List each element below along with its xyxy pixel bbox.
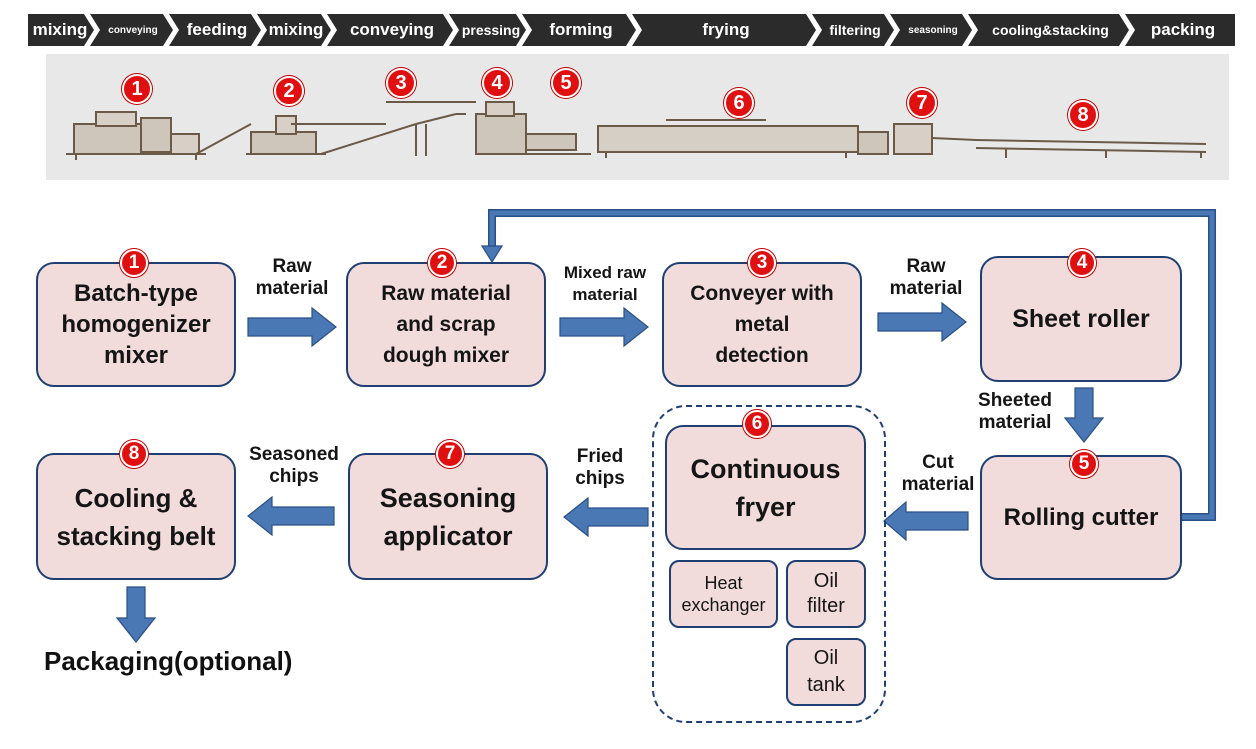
chevron-right-icon: [626, 14, 642, 46]
process-stage-8: frying: [702, 20, 750, 39]
step-8-badge: 8: [120, 440, 148, 468]
machine-marker-5: 5: [551, 68, 581, 98]
step-6-badge: 6: [743, 410, 771, 438]
process-stage-5: conveying: [349, 20, 435, 39]
step-7-box: Seasoning applicator: [348, 453, 548, 580]
label-sheeted-material: Sheeted material: [978, 390, 1052, 433]
step-5-label: Rolling cutter: [1003, 504, 1159, 531]
process-stage-bar: mixing conveying feeding mixing conveying pre…: [28, 14, 1235, 46]
oil-tank-box: Oil tank: [786, 638, 866, 706]
process-stage-4: mixing: [268, 20, 324, 39]
process-stage-12: packing: [1150, 20, 1216, 39]
step-7-label: Seasoning applicator: [379, 482, 517, 551]
step-2-badge: 2: [428, 249, 456, 277]
arrow-5-6: [883, 500, 969, 542]
oil-filter-box: Oil filter: [786, 560, 866, 628]
process-stage-9: filtering: [829, 22, 881, 38]
machine-marker-1: 1: [122, 74, 152, 104]
machine-line-drawing: [66, 101, 1207, 160]
label-fried-chips: Fried chips: [575, 446, 625, 489]
chevron-right-icon: [516, 14, 532, 46]
label-seasoned-chips: Seasoned chips: [249, 444, 339, 487]
heat-exchanger-label: Heat exchanger: [681, 573, 766, 615]
oil-tank-label: Oil tank: [807, 647, 845, 696]
chevron-right-icon: [884, 14, 900, 46]
chevron-right-icon: [163, 14, 179, 46]
step-3-box: Conveyer with metal detection: [662, 262, 862, 387]
packaging-label: Packaging(optional): [44, 646, 293, 676]
machine-marker-6: 6: [724, 88, 754, 118]
step-4-badge: 4: [1068, 249, 1096, 277]
step-3-badge: 3: [748, 249, 776, 277]
oil-filter-label: Oil filter: [807, 570, 845, 617]
process-stage-11: cooling&stacking: [992, 22, 1109, 38]
machine-line-panel: 1 2 3 4 5 6 7 8: [46, 54, 1229, 180]
chevron-right-icon: [443, 14, 459, 46]
step-3-label: Conveyer with metal detection: [690, 282, 834, 367]
process-stage-7: forming: [549, 20, 613, 39]
step-8-label: Cooling & stacking belt: [56, 482, 216, 551]
step-4-box: Sheet roller: [980, 256, 1182, 382]
chevron-right-icon: [84, 14, 100, 46]
step-8-box: Cooling & stacking belt: [36, 453, 236, 580]
fryer-group: [652, 405, 886, 723]
chevron-right-icon: [1119, 14, 1135, 46]
process-stage-1: mixing: [32, 20, 88, 39]
arrow-1-2: [247, 306, 337, 348]
machine-marker-7: 7: [907, 88, 937, 118]
label-raw-material-1: Raw material: [255, 256, 329, 299]
arrow-3-4: [877, 301, 967, 343]
step-7-badge: 7: [436, 440, 464, 468]
label-raw-material-2: Raw material: [889, 256, 963, 299]
step-2-box: Raw material and scrap dough mixer: [346, 262, 546, 387]
chevron-right-icon: [806, 14, 822, 46]
chevron-right-icon: [321, 14, 337, 46]
arrow-4-5: [1063, 387, 1105, 443]
process-stage-3: feeding: [186, 20, 248, 39]
arrow-7-8: [247, 495, 335, 537]
step-2-label: Raw material and scrap dough mixer: [381, 282, 511, 367]
process-stage-6: pressing: [461, 22, 521, 38]
arrow-6-7: [563, 496, 649, 538]
machine-marker-8: 8: [1068, 100, 1098, 130]
label-mixed-raw-material: Mixed raw material: [563, 263, 647, 304]
machine-marker-3: 3: [386, 68, 416, 98]
arrow-8-packaging: [115, 586, 157, 643]
arrow-2-3: [559, 306, 649, 348]
machine-marker-4: 4: [482, 68, 512, 98]
step-1-box: Batch-type homogenizer mixer: [36, 262, 236, 387]
step-4-label: Sheet roller: [1012, 304, 1150, 333]
chevron-right-icon: [251, 14, 267, 46]
machine-marker-2: 2: [274, 76, 304, 106]
process-stage-2: conveying: [108, 24, 158, 36]
process-stage-10: seasoning: [908, 24, 958, 36]
step-1-badge: 1: [120, 249, 148, 277]
label-cut-material: Cut material: [901, 452, 975, 495]
step-6-box: Continuous fryer: [665, 425, 866, 550]
heat-exchanger-box: Heat exchanger: [669, 560, 778, 628]
chevron-right-icon: [962, 14, 978, 46]
step-1-label: Batch-type homogenizer mixer: [61, 280, 211, 369]
step-5-badge: 5: [1070, 450, 1098, 478]
recycle-arrowhead: [480, 245, 504, 264]
step-6-label: Continuous fryer: [690, 453, 841, 522]
